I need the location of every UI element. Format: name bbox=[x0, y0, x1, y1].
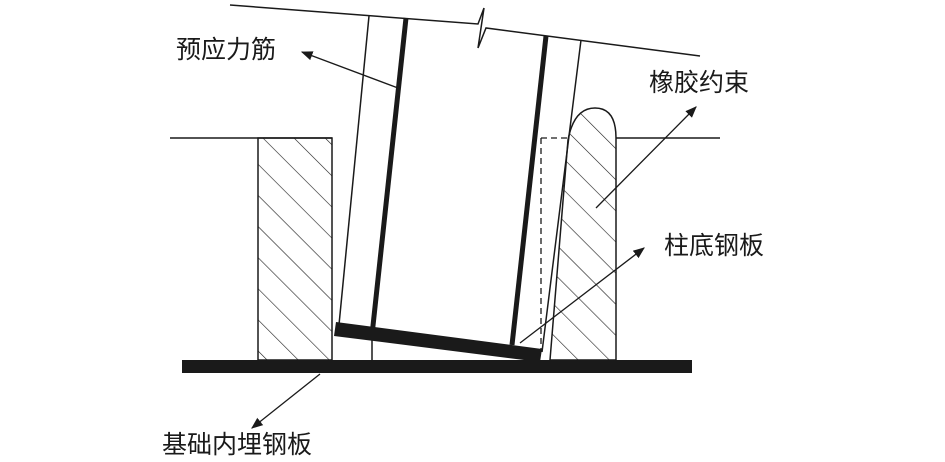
prestress-tendons bbox=[369, 17, 549, 346]
label-embedded-plate: 基础内埋钢板 bbox=[162, 430, 313, 459]
leader-arrows bbox=[251, 51, 697, 429]
leader-embedded bbox=[251, 373, 321, 429]
label-column-base-plate: 柱底钢板 bbox=[664, 231, 765, 260]
socket-dashed-edge bbox=[540, 137, 568, 352]
left-socket-wall bbox=[257, 137, 333, 361]
label-rubber-restraint: 橡胶约束 bbox=[649, 68, 750, 97]
rubber-restraint bbox=[549, 107, 617, 361]
leader-prestress bbox=[300, 51, 399, 89]
column-outline bbox=[229, 4, 701, 360]
leader-base-plate bbox=[519, 247, 645, 344]
label-prestress-tendon: 预应力筋 bbox=[176, 35, 277, 64]
leader-rubber bbox=[595, 106, 697, 209]
embedded-steel-plate bbox=[182, 360, 692, 373]
column-base-plate bbox=[334, 322, 542, 362]
